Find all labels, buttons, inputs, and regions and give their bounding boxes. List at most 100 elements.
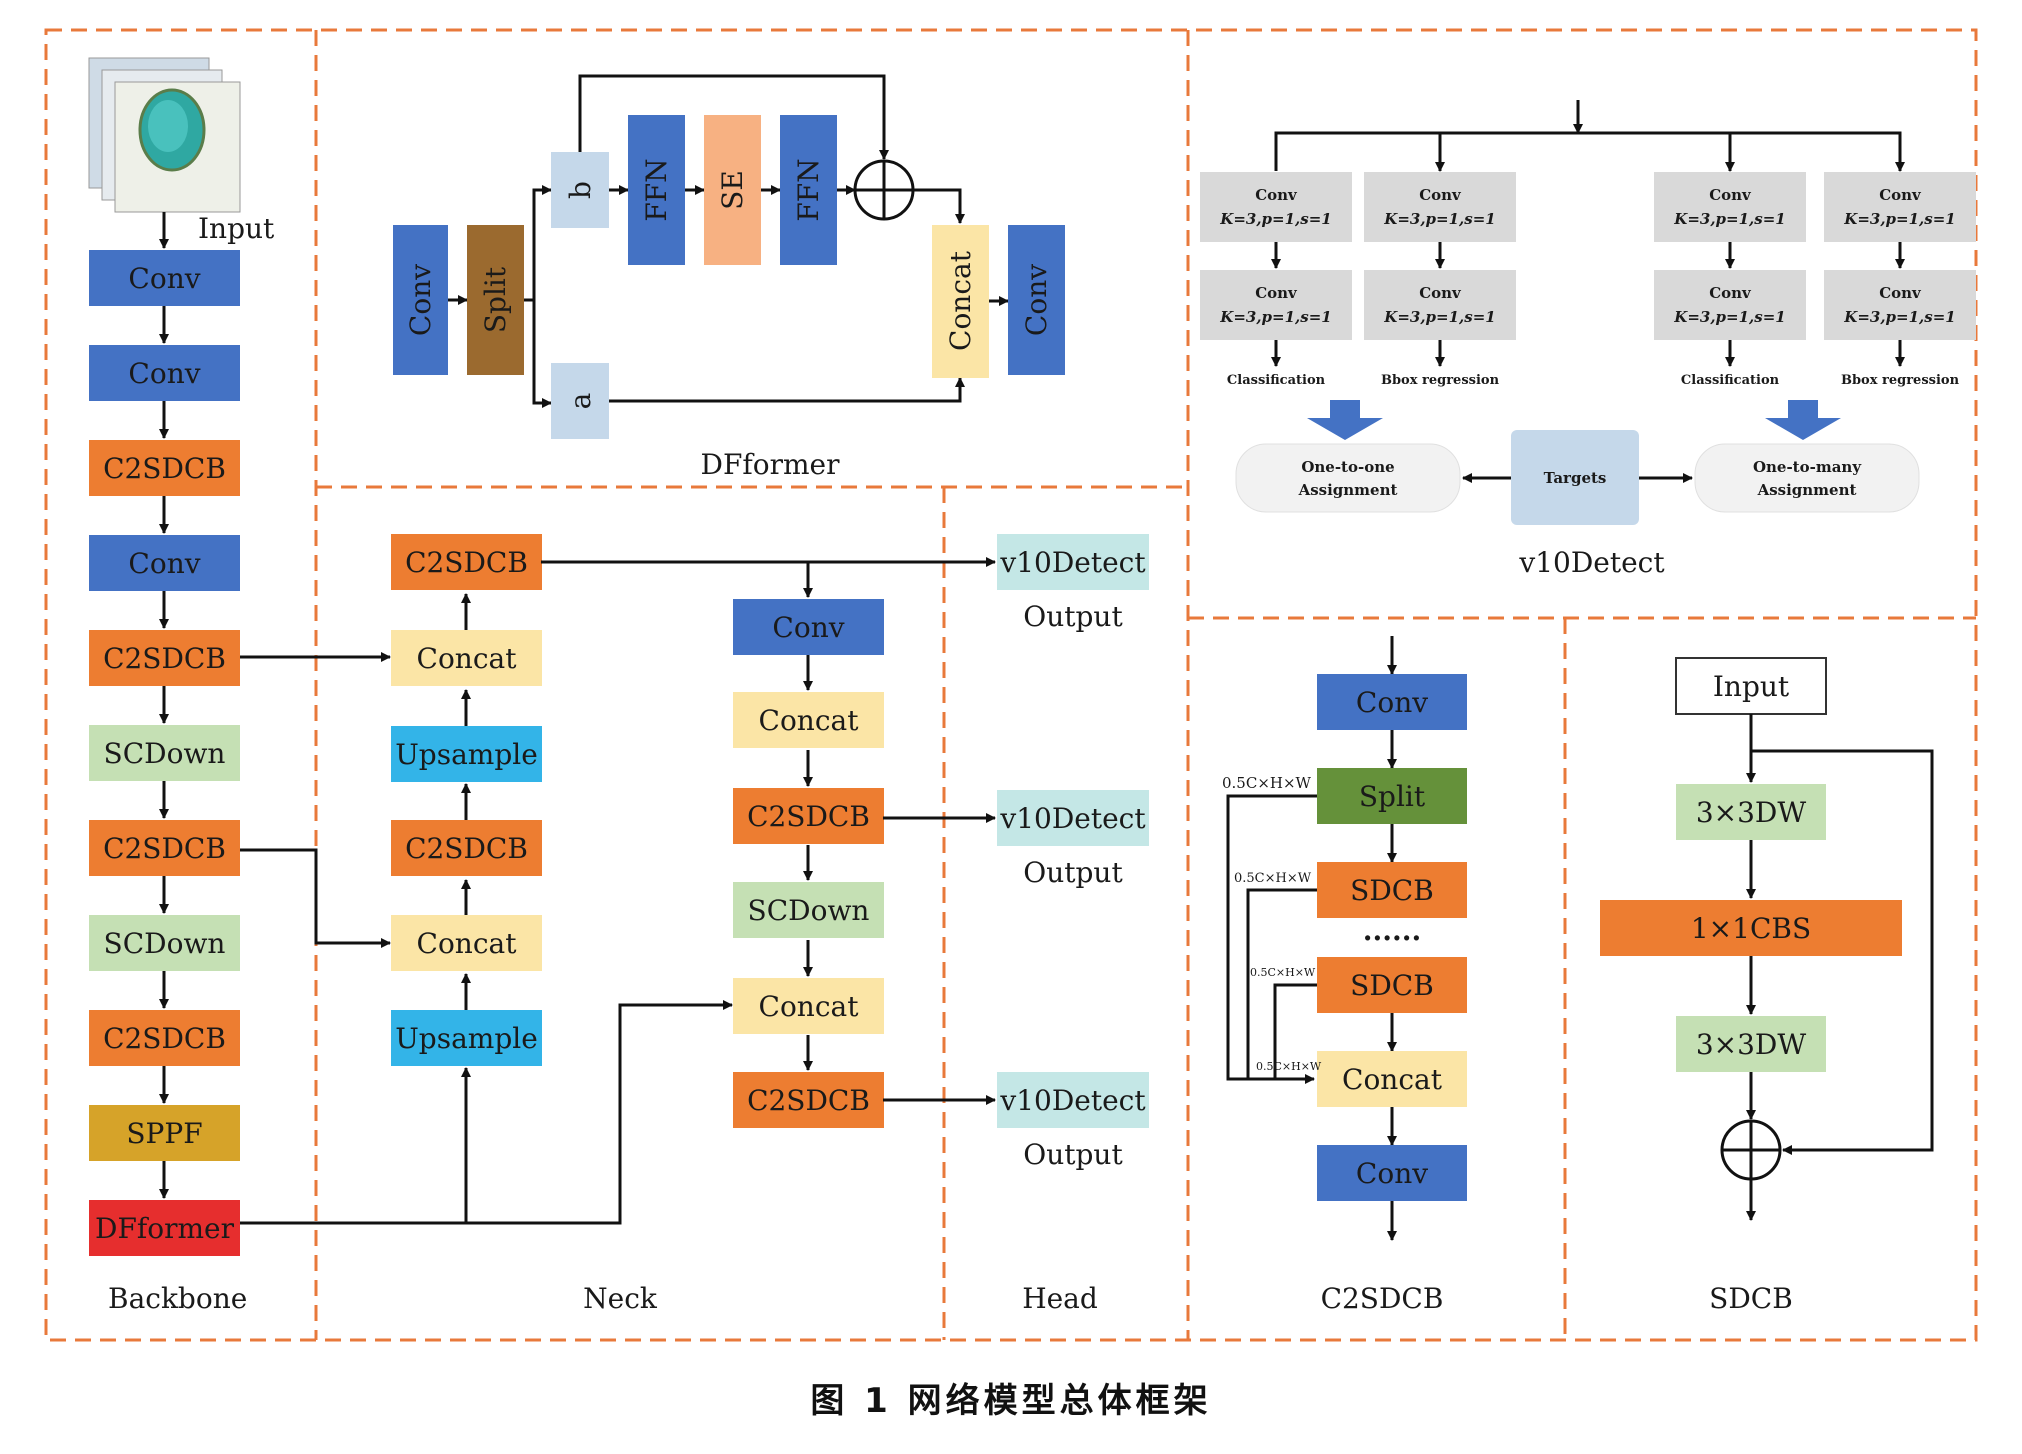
dfformer-caption: DFformer <box>701 448 841 481</box>
sdcb-dw-1: 3×3DW <box>1676 784 1826 840</box>
backbone-block-10-sppf: SPPF <box>89 1105 240 1161</box>
v10detect-block-1: v10Detect <box>997 534 1149 590</box>
svg-text:SPPF: SPPF <box>126 1117 202 1150</box>
v10detect-block-3: v10Detect <box>997 1072 1149 1128</box>
svg-text:SCDown: SCDown <box>104 927 226 960</box>
neck-right-2-concat: Concat <box>733 692 884 748</box>
svg-text:3×3DW: 3×3DW <box>1696 1028 1807 1061</box>
dfformer-conv-left: Conv <box>393 225 448 375</box>
figure-caption: 图 1 网络模型总体框架 <box>810 1381 1211 1421</box>
svg-text:C2SDCB: C2SDCB <box>103 452 226 485</box>
svg-text:Conv: Conv <box>1709 284 1752 302</box>
svg-text:C2SDCB: C2SDCB <box>747 1084 870 1117</box>
svg-text:K=3,p=1,s=1: K=3,p=1,s=1 <box>1673 308 1785 326</box>
c2sdcb-dots: ...... <box>1363 914 1422 947</box>
svg-text:a: a <box>564 393 597 410</box>
dfformer-concat: Concat <box>932 225 989 378</box>
backbone-block-7-c2sdcb: C2SDCB <box>89 820 240 876</box>
svg-text:FFN: FFN <box>792 158 825 221</box>
c2sdcb-caption: C2SDCB <box>1321 1282 1444 1315</box>
v10detect-panel: ConvK=3,p=1,s=1ConvK=3,p=1,s=1Classifica… <box>1200 100 1976 579</box>
svg-text:Conv: Conv <box>1255 284 1298 302</box>
sdcb-panel: Input 3×3DW 1×1CBS 3×3DW SDCB <box>1600 657 1934 1315</box>
svg-text:Concat: Concat <box>759 704 860 737</box>
backbone-block-5-c2sdcb: C2SDCB <box>89 630 240 686</box>
dfformer-b-box: b <box>551 152 609 228</box>
v10detect-top-arrows <box>1274 100 1905 172</box>
dfformer-se: SE <box>704 115 761 265</box>
svg-text:SE: SE <box>716 170 749 210</box>
classification-label: Classification <box>1681 373 1780 388</box>
svg-text:v10Detect: v10Detect <box>999 802 1146 835</box>
svg-text:C2SDCB: C2SDCB <box>103 642 226 675</box>
backbone-block-9-c2sdcb: C2SDCB <box>89 1010 240 1066</box>
svg-text:Conv: Conv <box>128 547 200 580</box>
backbone-block-2-conv: Conv <box>89 345 240 401</box>
blue-down-arrow-icon <box>1307 400 1841 440</box>
head-caption: Head <box>1022 1282 1098 1315</box>
backbone-block-1-conv: Conv <box>89 250 240 306</box>
svg-text:Conv: Conv <box>128 357 200 390</box>
svg-text:1×1CBS: 1×1CBS <box>1691 912 1811 945</box>
svg-text:b: b <box>564 181 597 199</box>
c2sdcb-concat: Concat <box>1317 1051 1467 1107</box>
backbone-panel: Input ConvConvC2SDCBConvC2SDCBSCDownC2SD… <box>88 57 275 1315</box>
neck-left-1-c2sdcb: C2SDCB <box>391 534 542 590</box>
svg-text:One-to-many: One-to-many <box>1753 458 1862 476</box>
neck-left-4-c2sdcb: C2SDCB <box>391 820 542 876</box>
neck-left-5-concat: Concat <box>391 915 542 971</box>
output-label-2: Output <box>1023 856 1123 889</box>
svg-text:3×3DW: 3×3DW <box>1696 796 1807 829</box>
svg-text:K=3,p=1,s=1: K=3,p=1,s=1 <box>1383 308 1495 326</box>
svg-text:Assignment: Assignment <box>1298 481 1398 499</box>
svg-text:Concat: Concat <box>1342 1063 1443 1096</box>
neck-right-5-concat: Concat <box>733 978 884 1034</box>
svg-text:Split: Split <box>479 266 512 333</box>
one-to-one-assignment: One-to-one Assignment <box>1235 443 1461 513</box>
input-image <box>88 57 241 213</box>
backbone-block-8-scdown: SCDown <box>89 915 240 971</box>
c2sdcb-skips <box>1226 794 1317 1084</box>
svg-text:Upsample: Upsample <box>395 738 538 771</box>
svg-text:Concat: Concat <box>417 927 518 960</box>
dfformer-conv-right: Conv <box>1008 225 1065 375</box>
svg-text:K=3,p=1,s=1: K=3,p=1,s=1 <box>1219 308 1331 326</box>
svg-text:Conv: Conv <box>1419 186 1462 204</box>
neck-left-2-concat: Concat <box>391 630 542 686</box>
sdcb-cbs: 1×1CBS <box>1600 900 1902 956</box>
v10detect-block-2: v10Detect <box>997 790 1149 846</box>
head-panel: v10DetectOutputv10DetectOutputv10DetectO… <box>997 534 1149 1315</box>
svg-text:SCDown: SCDown <box>104 737 226 770</box>
bbox-regression-label: Bbox regression <box>1381 373 1500 388</box>
svg-text:Conv: Conv <box>1356 686 1428 719</box>
svg-text:Concat: Concat <box>417 642 518 675</box>
add-circle-icon <box>853 159 915 221</box>
sdcb-add-circle-icon <box>1720 1119 1782 1181</box>
svg-text:Conv: Conv <box>1709 186 1752 204</box>
sdcb-input: Input <box>1675 657 1827 715</box>
svg-text:K=3,p=1,s=1: K=3,p=1,s=1 <box>1843 308 1955 326</box>
output-label-3: Output <box>1023 1138 1123 1171</box>
svg-text:Targets: Targets <box>1544 469 1607 487</box>
dfformer-split: Split <box>467 225 524 375</box>
svg-text:K=3,p=1,s=1: K=3,p=1,s=1 <box>1843 210 1955 228</box>
neck-connections <box>240 557 996 1225</box>
svg-text:v10Detect: v10Detect <box>999 546 1146 579</box>
c2sdcb-sdcb-2: SDCB <box>1317 957 1467 1013</box>
svg-text:C2SDCB: C2SDCB <box>405 832 528 865</box>
neck-left-3-upsample: Upsample <box>391 726 542 782</box>
svg-text:v10Detect: v10Detect <box>999 1084 1146 1117</box>
svg-text:Conv: Conv <box>1419 284 1462 302</box>
svg-text:Input: Input <box>1713 670 1790 703</box>
svg-text:One-to-one: One-to-one <box>1301 458 1394 476</box>
svg-text:Conv: Conv <box>1255 186 1298 204</box>
svg-text:SDCB: SDCB <box>1350 874 1434 907</box>
